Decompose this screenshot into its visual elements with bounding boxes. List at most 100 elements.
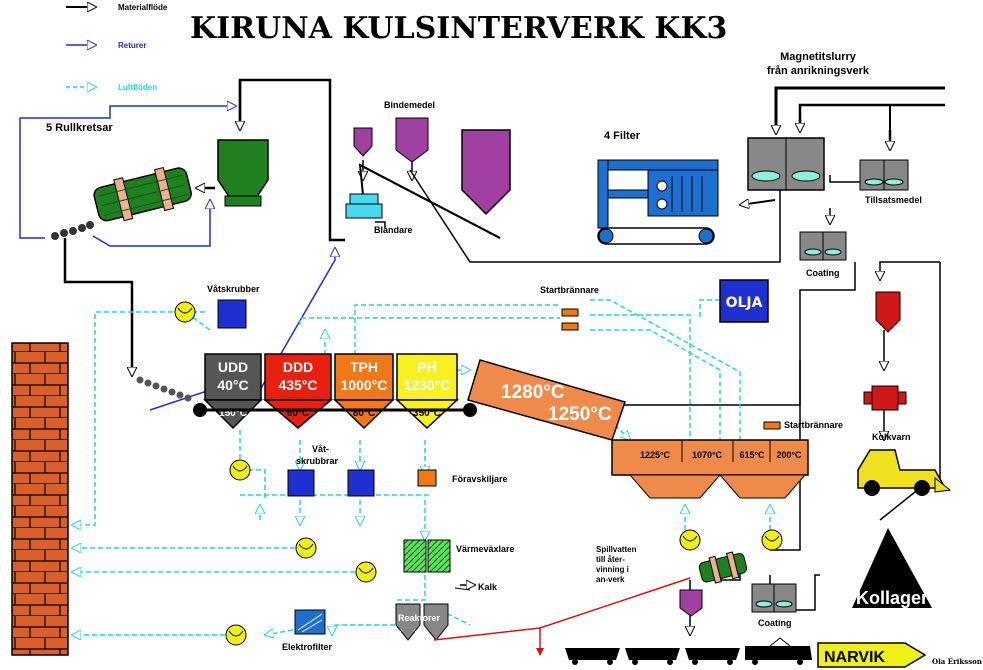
legend-air-label: Luftflöden	[118, 83, 157, 92]
vatskrubber-label: Våtskrubber	[207, 284, 260, 294]
legend-material-label: Materialflöde	[118, 3, 168, 12]
coating-drum-bottom	[698, 551, 748, 584]
fan-7	[761, 529, 783, 551]
cooler-temp-2: 1070°C	[692, 450, 723, 460]
air-flows	[72, 299, 770, 635]
fan-6	[679, 529, 701, 551]
blandare-label: Blandare	[374, 225, 413, 235]
pellet-chain-top	[51, 221, 94, 240]
mixer	[345, 193, 383, 219]
waste-water-lines	[433, 577, 691, 656]
zone-ddd-bottom: 60°C	[287, 408, 309, 419]
page-title: KIRUNA KULSINTERVERK KK3	[190, 11, 727, 46]
pellet-chain-grate	[136, 376, 192, 402]
balling-drum	[93, 166, 192, 222]
heat-exchanger	[403, 539, 451, 573]
reaktorer-label: Reaktorer	[398, 613, 441, 623]
wheel-loader	[857, 449, 952, 496]
varmevaxlare-label: Värmeväxlare	[456, 544, 515, 554]
cooler-temp-3: 615°C	[739, 450, 765, 460]
coal-bin	[875, 291, 901, 333]
zone-tph-name: TPH	[350, 359, 378, 375]
start-burner-2	[561, 322, 579, 331]
foravskiljare-label: Föravskiljare	[452, 474, 508, 484]
zone-ddd-name: DDD	[283, 359, 313, 375]
zone-udd-bottom: 150°C	[219, 408, 247, 419]
annular-cooler: 1225°C 1070°C 615°C 200°C	[611, 439, 809, 499]
fan-5	[225, 624, 247, 646]
wet-scrubber-top	[217, 299, 247, 329]
startbrannare-top-label: Startbrännare	[540, 285, 599, 295]
additive-tank	[859, 159, 909, 191]
wet-scrubber-1	[287, 469, 315, 497]
start-burner-1	[561, 308, 579, 317]
fan-1	[174, 301, 196, 323]
legend: Materialflöde Returer Luftflöden	[66, 3, 168, 92]
coal-mill	[863, 385, 907, 411]
rullkretsar-label: 5 Rullkretsar	[46, 122, 113, 134]
coating-bottom-label: Coating	[758, 618, 792, 628]
slurry-tank	[747, 137, 825, 191]
spillvatten-label-4: an-verk	[596, 575, 625, 584]
fan-2	[229, 459, 251, 481]
coating-tank-top	[799, 231, 847, 261]
fan-4	[355, 561, 377, 583]
reactors	[395, 603, 449, 641]
oil-tank	[719, 279, 769, 323]
zone-ph-temp: 1230°C	[404, 377, 451, 393]
pellet-silo	[461, 129, 511, 216]
zone-ddd: DDD 435°C 60°C	[262, 353, 334, 429]
conveyor-belt	[359, 164, 501, 239]
coating-tank-bottom	[751, 583, 797, 613]
zone-udd: UDD 40°C 150°C	[203, 353, 263, 430]
cooler-temp-4: 200°C	[776, 450, 802, 460]
vatskrubbrar-label-1: Våt-	[312, 444, 329, 454]
coating-top-label: Coating	[806, 268, 840, 278]
coal-pile	[852, 528, 932, 608]
startbrannare-right-label: Startbrännare	[784, 420, 843, 430]
legend-returns-label: Returer	[118, 41, 146, 50]
zone-ph: PH 1230°C 350°C	[395, 353, 459, 430]
wet-scrubber-2	[347, 469, 375, 497]
kolkvarn-label: Kolkvarn	[872, 432, 911, 442]
zone-ddd-temp: 435°C	[278, 377, 317, 393]
zone-udd-name: UDD	[218, 359, 248, 375]
zone-ph-bottom: 350°C	[413, 408, 441, 419]
green-hopper	[217, 139, 269, 207]
kiln-temp-exit: 1250°C	[548, 404, 612, 425]
narvik-sign: NARVIK	[817, 642, 927, 668]
bindemedel-label: Bindemedel	[384, 100, 435, 110]
slurry-label-line2: från anrikningsverk	[767, 65, 870, 77]
grate-roller-right	[463, 403, 477, 417]
olja-label: OLJA	[726, 295, 763, 311]
chimney	[11, 342, 69, 656]
start-burner-3	[763, 421, 781, 430]
bindemedel-silos	[353, 117, 429, 163]
vatskrubbrar-label-2: skrubbrar	[296, 456, 339, 466]
fan-3	[295, 537, 317, 559]
slurry-label-line1: Magnetitslurry	[780, 51, 857, 63]
zone-tph-temp: 1000°C	[341, 377, 388, 393]
grate-roller-left	[193, 403, 207, 417]
kiln-temp-hot: 1280°C	[501, 382, 565, 403]
kalk-label: Kalk	[478, 582, 498, 592]
kollager-label: Kollager	[856, 588, 928, 608]
zone-tph-bottom: 80°C	[353, 408, 375, 419]
rotary-kiln: 1280°C 1250°C	[467, 359, 626, 441]
narvik-label: NARVIK	[824, 649, 885, 666]
electrostatic-filter	[294, 609, 326, 635]
filter-press	[597, 159, 719, 245]
purple-bin-bottom	[679, 589, 703, 617]
cooler-temp-1: 1225°C	[640, 450, 671, 460]
filter-label: 4 Filter	[604, 130, 641, 142]
zone-ph-name: PH	[417, 359, 436, 375]
ore-train	[565, 637, 812, 665]
tillsatsmedel-label: Tillsatsmedel	[865, 195, 922, 205]
elektrofilter-label: Elektrofilter	[282, 642, 333, 652]
author-credit: Ola Eriksson	[932, 657, 982, 666]
spillvatten-label-1: Spillvatten	[596, 545, 637, 554]
pre-separator	[417, 469, 437, 487]
spillvatten-label-3: vinning i	[596, 565, 629, 574]
zone-udd-temp: 40°C	[217, 377, 248, 393]
